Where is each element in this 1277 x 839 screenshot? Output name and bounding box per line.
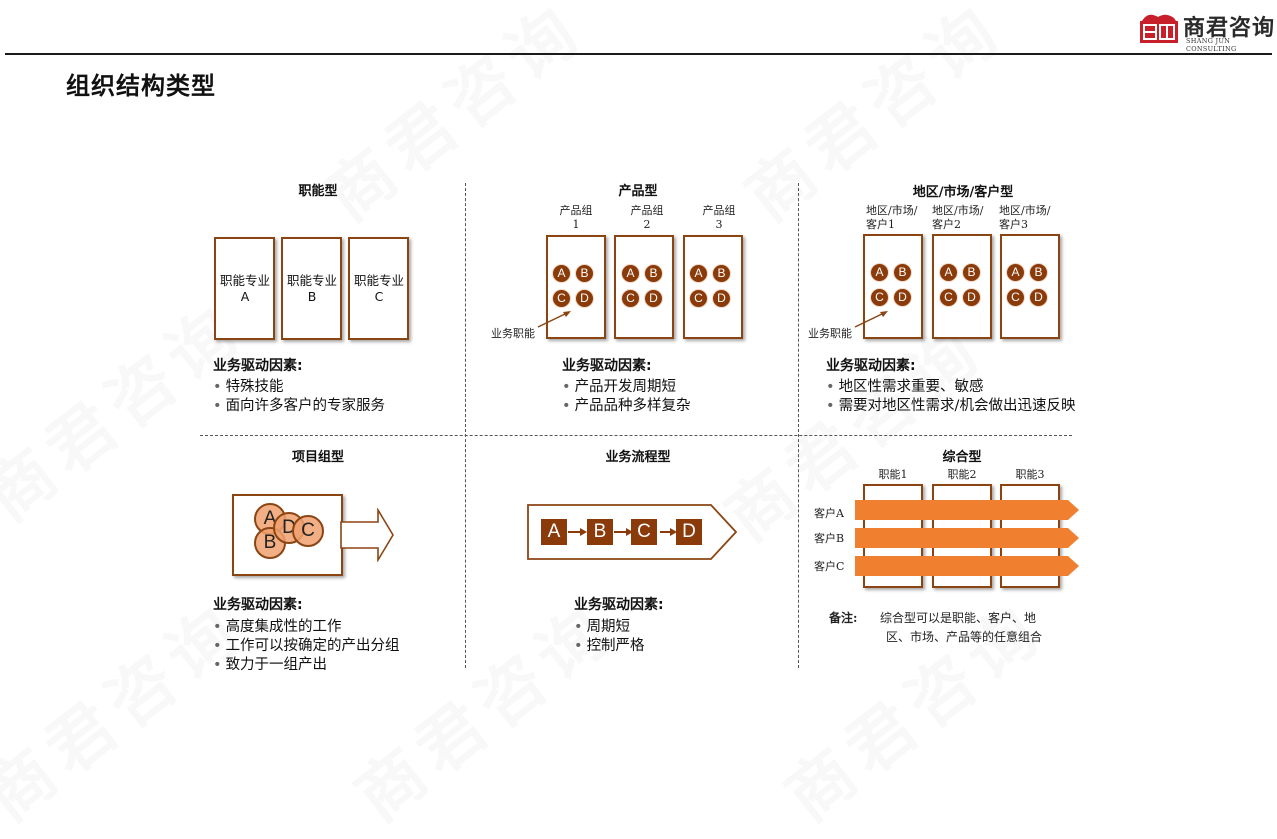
region-pointer-label: 业务职能 bbox=[808, 327, 852, 340]
function-circle: B bbox=[962, 263, 981, 282]
functional-unit-box bbox=[281, 237, 342, 340]
region-title: 地区/市场/客户型 bbox=[912, 185, 1014, 200]
functional-driver-item: •特殊技能 bbox=[213, 379, 284, 395]
process-title: 业务流程型 bbox=[605, 450, 671, 465]
function-circle: C bbox=[939, 288, 958, 307]
matrix-note-label: 备注: bbox=[829, 611, 858, 625]
region-group-label: 地区/市场/客户1 bbox=[866, 204, 918, 231]
function-circle: B bbox=[893, 263, 912, 282]
function-circle: C bbox=[870, 288, 889, 307]
region-group-box bbox=[932, 234, 992, 339]
divider-vertical bbox=[465, 183, 466, 668]
function-circle: B bbox=[575, 264, 594, 283]
matrix-column-label: 职能3 bbox=[1015, 468, 1045, 481]
function-circle: D bbox=[1029, 288, 1048, 307]
product-group-box bbox=[614, 235, 674, 339]
process-step: C bbox=[631, 519, 657, 545]
function-circle: B bbox=[1029, 263, 1048, 282]
function-circle: A bbox=[870, 263, 889, 282]
watermark: 商君咨询 bbox=[0, 587, 259, 837]
divider-vertical bbox=[798, 183, 799, 668]
logo-seal-icon bbox=[1140, 14, 1178, 43]
process-step: B bbox=[587, 519, 613, 545]
logo-text: 商君咨询 bbox=[1183, 15, 1276, 41]
header-divider bbox=[5, 53, 1272, 55]
product-driver-item: •产品开发周期短 bbox=[562, 379, 677, 395]
project-circle: B bbox=[254, 527, 286, 559]
process-step: D bbox=[676, 519, 702, 545]
functional-unit-box bbox=[214, 237, 275, 340]
region-group-box bbox=[863, 234, 923, 339]
process-driver-item: •周期短 bbox=[574, 619, 631, 635]
matrix-row-label: 客户A bbox=[814, 507, 844, 520]
project-output-arrow-icon bbox=[340, 508, 394, 562]
region-driver-item: •地区性需求重要、敏感 bbox=[826, 379, 984, 395]
project-circle: C bbox=[292, 515, 324, 547]
divider-horizontal bbox=[200, 435, 1072, 436]
pointer-arrow-icon bbox=[854, 311, 888, 328]
process-driver-title: 业务驱动因素: bbox=[574, 597, 664, 613]
function-circle: C bbox=[621, 289, 640, 308]
function-circle: A bbox=[939, 263, 958, 282]
product-group-box bbox=[546, 235, 606, 339]
process-driver-item: •控制严格 bbox=[574, 638, 645, 654]
function-circle: A bbox=[552, 264, 571, 283]
function-circle: D bbox=[893, 288, 912, 307]
function-circle: D bbox=[575, 289, 594, 308]
watermark: 商君咨询 bbox=[341, 587, 629, 837]
product-group-box bbox=[683, 235, 743, 339]
matrix-note-text: 综合型可以是职能、客户、地区、市场、产品等的任意组合 bbox=[880, 611, 1043, 644]
region-group-label: 地区/市场/客户2 bbox=[932, 204, 984, 231]
logo-subtitle: SHANG JUN CONSULTING bbox=[1186, 37, 1237, 53]
function-circle: A bbox=[689, 264, 708, 283]
matrix-column-label: 职能1 bbox=[878, 468, 908, 481]
project-driver-item: •致力于一组产出 bbox=[213, 657, 328, 673]
region-group-label: 地区/市场/客户3 bbox=[999, 204, 1051, 231]
project-driver-title: 业务驱动因素: bbox=[213, 597, 303, 613]
project-driver-item: •高度集成性的工作 bbox=[213, 619, 342, 635]
function-circle: D bbox=[712, 289, 731, 308]
process-step: A bbox=[541, 519, 567, 545]
function-circle: C bbox=[552, 289, 571, 308]
region-group-box bbox=[1000, 234, 1060, 339]
region-driver-item: •需要对地区性需求/机会做出迅速反映 bbox=[826, 398, 1076, 414]
product-title: 产品型 bbox=[618, 184, 658, 199]
function-circle: A bbox=[621, 264, 640, 283]
project-driver-item: •工作可以按确定的产出分组 bbox=[213, 638, 400, 654]
function-circle: A bbox=[1006, 263, 1025, 282]
project-title: 项目组型 bbox=[291, 450, 344, 465]
function-circle: B bbox=[644, 264, 663, 283]
matrix-row-arrows bbox=[855, 500, 1079, 576]
matrix-column-label: 职能2 bbox=[947, 468, 977, 481]
product-pointer-label: 业务职能 bbox=[491, 327, 535, 340]
matrix-row-label: 客户B bbox=[814, 532, 845, 545]
function-circle: C bbox=[1006, 288, 1025, 307]
functional-unit-box bbox=[348, 237, 409, 340]
matrix-title: 综合型 bbox=[942, 450, 982, 465]
product-driver-title: 业务驱动因素: bbox=[562, 358, 652, 374]
region-driver-title: 业务驱动因素: bbox=[826, 358, 916, 374]
pointer-arrow-icon bbox=[537, 311, 571, 328]
page-title: 组织结构类型 bbox=[66, 72, 216, 100]
matrix-row-label: 客户C bbox=[814, 560, 845, 573]
function-circle: D bbox=[644, 289, 663, 308]
functional-driver-item: •面向许多客户的专家服务 bbox=[213, 398, 386, 414]
functional-driver-title: 业务驱动因素: bbox=[213, 358, 303, 374]
function-circle: D bbox=[962, 288, 981, 307]
function-circle: B bbox=[712, 264, 731, 283]
product-driver-item: •产品品种多样复杂 bbox=[562, 398, 691, 414]
functional-title: 职能型 bbox=[298, 184, 338, 199]
function-circle: C bbox=[689, 289, 708, 308]
